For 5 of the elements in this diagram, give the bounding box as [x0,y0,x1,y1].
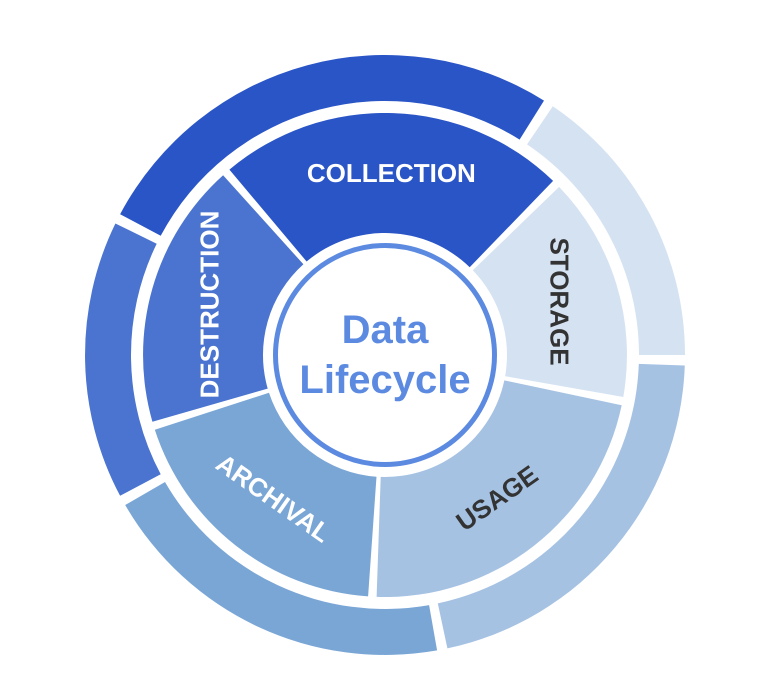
outer-ring-arc [85,224,161,496]
segment-label: DESTRUCTION [194,210,226,399]
segment-label: COLLECTION [306,158,476,189]
segment-label: STORAGE [544,238,575,366]
center-title: Data Lifecycle [298,307,472,404]
